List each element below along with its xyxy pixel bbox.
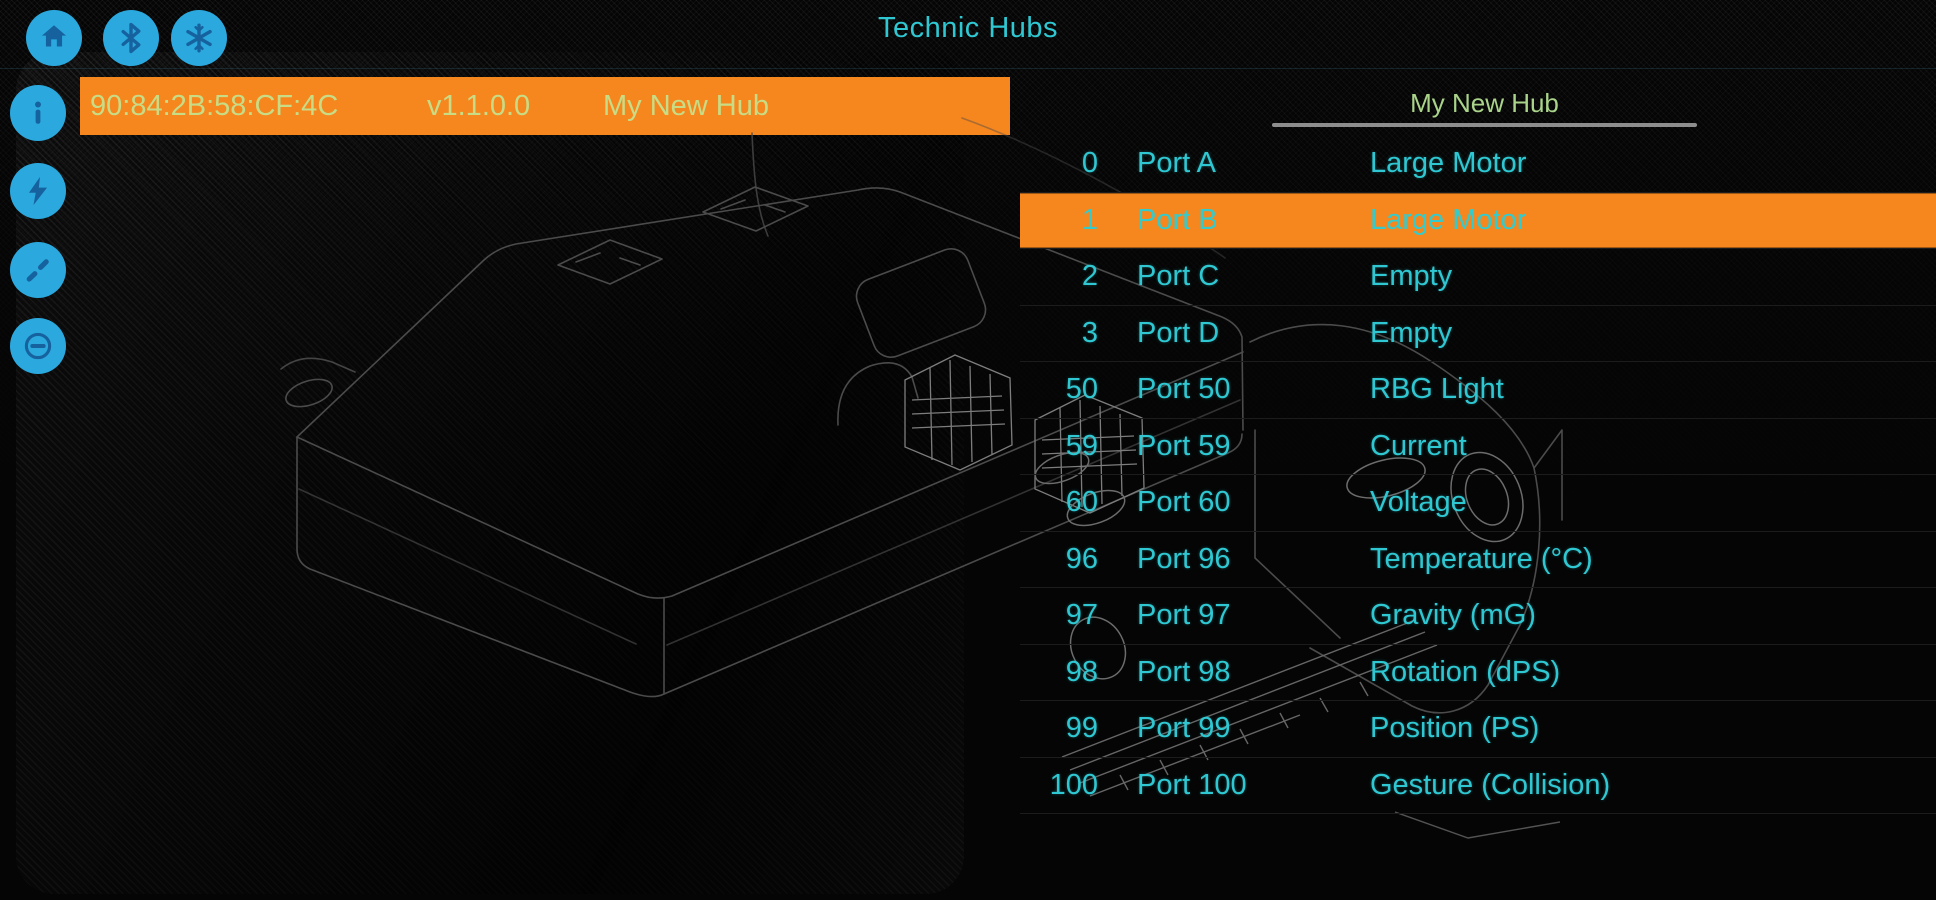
disconnect-icon [21, 253, 55, 287]
port-name: Port 98 [1137, 655, 1231, 688]
lightning-button[interactable] [10, 163, 66, 219]
port-value: RBG Light [1370, 373, 1504, 406]
port-id: 98 [1065, 655, 1098, 688]
port-value: Rotation (dPS) [1370, 655, 1561, 688]
port-name: Port A [1137, 147, 1216, 180]
port-row[interactable]: 0 Port A Large Motor [1020, 136, 1936, 193]
port-value: Empty [1370, 260, 1453, 293]
port-id: 50 [1065, 373, 1098, 406]
port-value: Current [1370, 429, 1467, 462]
port-id: 0 [1081, 147, 1098, 180]
port-row[interactable]: 60 Port 60 Voltage [1020, 475, 1936, 532]
port-id: 2 [1081, 260, 1098, 293]
port-value: Gesture (Collision) [1370, 768, 1611, 801]
port-name: Port 99 [1137, 712, 1231, 745]
bluetooth-button[interactable] [103, 10, 159, 66]
port-value: Large Motor [1370, 203, 1527, 236]
port-id: 96 [1065, 542, 1098, 575]
port-row[interactable]: 50 Port 50 RBG Light [1020, 362, 1936, 419]
minus-circle-button[interactable] [10, 318, 66, 374]
connected-hub-bar[interactable]: 90:84:2B:58:CF:4C v1.1.0.0 My New Hub [80, 77, 1010, 135]
info-button[interactable] [10, 85, 66, 141]
port-row[interactable]: 97 Port 97 Gravity (mG) [1020, 588, 1936, 645]
port-list: 0 Port A Large Motor 1 Port B Large Moto… [1020, 136, 1936, 814]
port-value: Voltage [1370, 486, 1467, 519]
port-name: Port 50 [1137, 373, 1231, 406]
port-id: 97 [1065, 599, 1098, 632]
top-divider [0, 68, 1936, 69]
port-name: Port 97 [1137, 599, 1231, 632]
port-row[interactable]: 2 Port C Empty [1020, 249, 1936, 306]
port-name: Port 96 [1137, 542, 1231, 575]
port-name: Port 100 [1137, 768, 1247, 801]
port-name: Port 59 [1137, 429, 1231, 462]
page-title: Technic Hubs [877, 12, 1059, 44]
hub-firmware-version: v1.1.0.0 [427, 90, 531, 122]
port-id: 1 [1081, 203, 1098, 236]
carbon-texture-panel [16, 52, 964, 894]
home-icon [37, 21, 71, 55]
port-name: Port C [1137, 260, 1220, 293]
port-list-underline [1272, 123, 1697, 127]
disconnect-button[interactable] [10, 242, 66, 298]
port-name: Port B [1137, 203, 1218, 236]
port-id: 60 [1065, 486, 1098, 519]
snowflake-icon [182, 21, 216, 55]
port-row[interactable]: 99 Port 99 Position (PS) [1020, 701, 1936, 758]
port-row[interactable]: 100 Port 100 Gesture (Collision) [1020, 758, 1936, 814]
port-row[interactable]: 98 Port 98 Rotation (dPS) [1020, 645, 1936, 701]
bluetooth-icon [114, 21, 148, 55]
port-id: 100 [1049, 768, 1098, 801]
hub-name: My New Hub [603, 90, 769, 122]
port-name: Port 60 [1137, 486, 1231, 519]
port-id: 99 [1065, 712, 1098, 745]
port-value: Empty [1370, 316, 1453, 349]
home-button[interactable] [26, 10, 82, 66]
port-row[interactable]: 3 Port D Empty [1020, 306, 1936, 362]
port-list-title: My New Hub [1410, 88, 1559, 118]
port-value: Position (PS) [1370, 712, 1540, 745]
port-value: Gravity (mG) [1370, 599, 1536, 632]
minus-circle-icon [21, 329, 55, 363]
info-icon [21, 96, 55, 130]
snowflake-button[interactable] [171, 10, 227, 66]
port-value: Large Motor [1370, 147, 1527, 180]
port-row[interactable]: 1 Port B Large Motor [1020, 192, 1936, 249]
hub-mac-address: 90:84:2B:58:CF:4C [90, 90, 339, 122]
lightning-icon [21, 174, 55, 208]
port-id: 3 [1081, 316, 1098, 349]
port-row[interactable]: 96 Port 96 Temperature (°C) [1020, 532, 1936, 588]
port-row[interactable]: 59 Port 59 Current [1020, 419, 1936, 475]
port-id: 59 [1065, 429, 1098, 462]
port-value: Temperature (°C) [1370, 542, 1593, 575]
port-name: Port D [1137, 316, 1220, 349]
